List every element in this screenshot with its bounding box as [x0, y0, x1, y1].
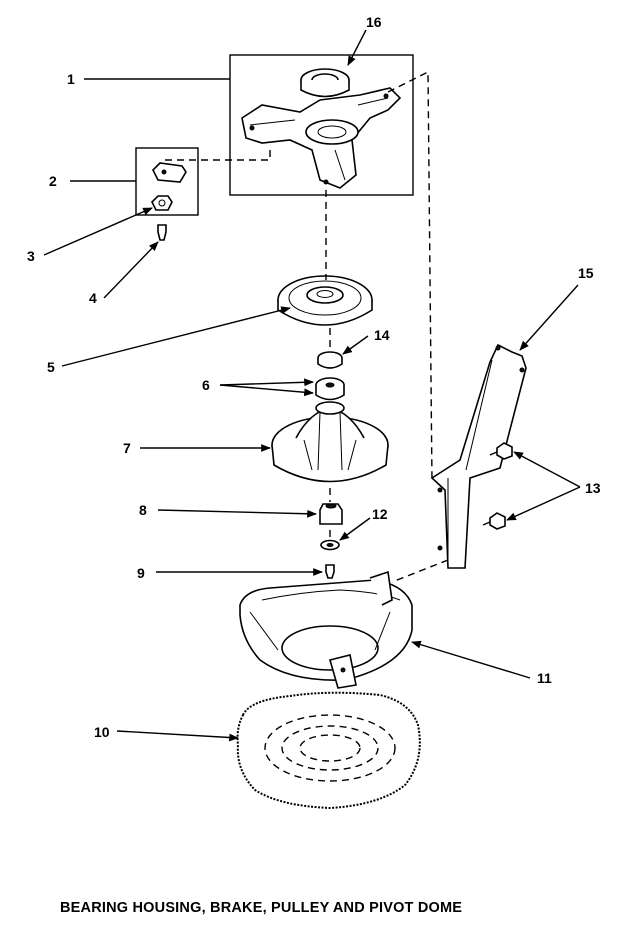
pivot-pad-part	[236, 691, 421, 810]
callout-15: 15	[578, 265, 594, 281]
small-screw-part	[325, 564, 335, 579]
screw-lower-part	[482, 512, 506, 530]
bearing-housing-part	[241, 87, 402, 189]
callout-11: 11	[537, 670, 552, 686]
rubber-pad-part	[152, 162, 187, 183]
pivot-dome-part	[239, 570, 413, 689]
callout-12: 12	[372, 506, 388, 522]
callout-7: 7	[123, 440, 131, 456]
callout-10: 10	[94, 724, 110, 740]
callout-6: 6	[202, 377, 210, 393]
brace-part	[430, 343, 527, 569]
callout-16: 16	[366, 14, 382, 30]
bearing-housing-box	[229, 54, 414, 196]
alignment-lines	[162, 70, 449, 583]
callout-14: 14	[374, 327, 390, 343]
diagram-caption: BEARING HOUSING, BRAKE, PULLEY AND PIVOT…	[60, 900, 463, 916]
callout-4: 4	[89, 290, 97, 306]
callout-1: 1	[67, 71, 75, 87]
screw-upper-part	[489, 442, 513, 460]
callout-2: 2	[49, 173, 57, 189]
callout-13: 13	[585, 480, 601, 496]
brake-assembly-part	[271, 401, 389, 483]
cam-part	[319, 503, 343, 525]
washer-part	[317, 351, 343, 369]
leader-lines	[43, 29, 581, 742]
small-washer-part	[320, 539, 340, 551]
callout-9: 9	[137, 565, 145, 581]
pulley-part	[277, 275, 373, 326]
callout-8: 8	[139, 502, 147, 518]
bearing-part	[300, 68, 350, 98]
callout-3: 3	[27, 248, 35, 264]
nut-part	[151, 195, 173, 211]
screw-part	[157, 224, 167, 241]
bushing-part	[315, 377, 345, 401]
callout-5: 5	[47, 359, 55, 375]
